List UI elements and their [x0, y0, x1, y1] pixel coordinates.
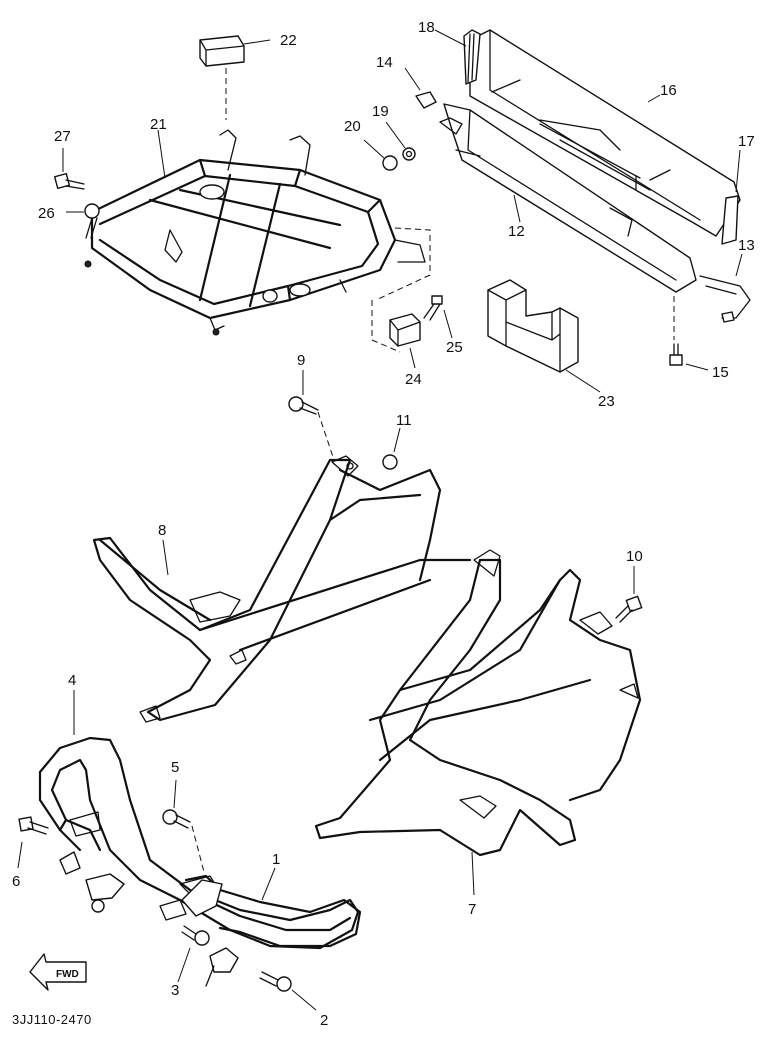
- part-22-rubber-block: [199, 35, 271, 120]
- callout-23: 23: [598, 393, 615, 410]
- fwd-label: FWD: [56, 969, 79, 980]
- part-12-bracket-rail: [439, 103, 697, 340]
- part-10-bolt: [615, 566, 643, 623]
- callout-1: 1: [272, 851, 280, 868]
- part-14-clip: [404, 67, 437, 109]
- callout-10: 10: [626, 548, 643, 565]
- callout-2: 2: [320, 1012, 328, 1029]
- part-17-end-cap: [721, 149, 741, 245]
- callout-17: 17: [738, 133, 755, 150]
- part-23-rubber-damper: [487, 279, 601, 393]
- callout-4: 4: [68, 672, 76, 689]
- part-4-side-guard: [38, 690, 360, 950]
- callout-24: 24: [405, 371, 422, 388]
- part-6-bolt: [17, 816, 49, 869]
- callout-6: 6: [12, 873, 20, 890]
- part-9-bolt: [288, 370, 335, 461]
- part-2-bolt: [259, 971, 317, 1011]
- callout-16: 16: [660, 82, 677, 99]
- part-1-front-guard: [159, 867, 362, 987]
- part-21-upper-frame: [84, 129, 431, 336]
- callout-12: 12: [508, 223, 525, 240]
- callout-labels: 22 27 21 26 20 19 14 18 16 17 12 13 15 2…: [12, 19, 755, 1029]
- callout-9: 9: [297, 352, 305, 369]
- part-27-bolt: [53, 148, 85, 190]
- part-7-front-frame: [314, 549, 642, 896]
- part-26-bolt: [66, 203, 100, 239]
- callout-7: 7: [468, 901, 476, 918]
- callout-3: 3: [171, 982, 179, 999]
- callout-14: 14: [376, 54, 393, 71]
- callout-19: 19: [372, 103, 389, 120]
- part-19-washer: [385, 121, 416, 161]
- part-3-bolt: [177, 925, 210, 983]
- callout-11: 11: [396, 412, 412, 429]
- part-8-rear-frame: [92, 455, 472, 723]
- part-11-nut: [382, 427, 401, 470]
- callout-22: 22: [280, 32, 297, 49]
- callout-15: 15: [712, 364, 729, 381]
- callout-18: 18: [418, 19, 435, 36]
- part-25-bolt: [423, 295, 453, 339]
- callout-13: 13: [738, 237, 755, 254]
- callout-5: 5: [171, 759, 179, 776]
- diagram-code: 3JJ110-2470: [12, 1012, 92, 1027]
- part-16-panel: [469, 29, 741, 237]
- callout-26: 26: [38, 205, 55, 222]
- part-18-seal-strip: [434, 29, 481, 85]
- part-20-nut: [363, 139, 398, 171]
- part-24-bracket: [371, 300, 421, 369]
- callout-25: 25: [446, 339, 463, 356]
- callout-27: 27: [54, 128, 71, 145]
- callout-21: 21: [150, 116, 167, 133]
- part-5-bolt: [162, 779, 205, 873]
- fwd-arrow-icon: FWD: [29, 953, 87, 991]
- callout-20: 20: [344, 118, 361, 135]
- part-13-hook-bracket: [699, 253, 751, 323]
- part-15-bolt: [669, 343, 709, 371]
- callout-8: 8: [158, 522, 166, 539]
